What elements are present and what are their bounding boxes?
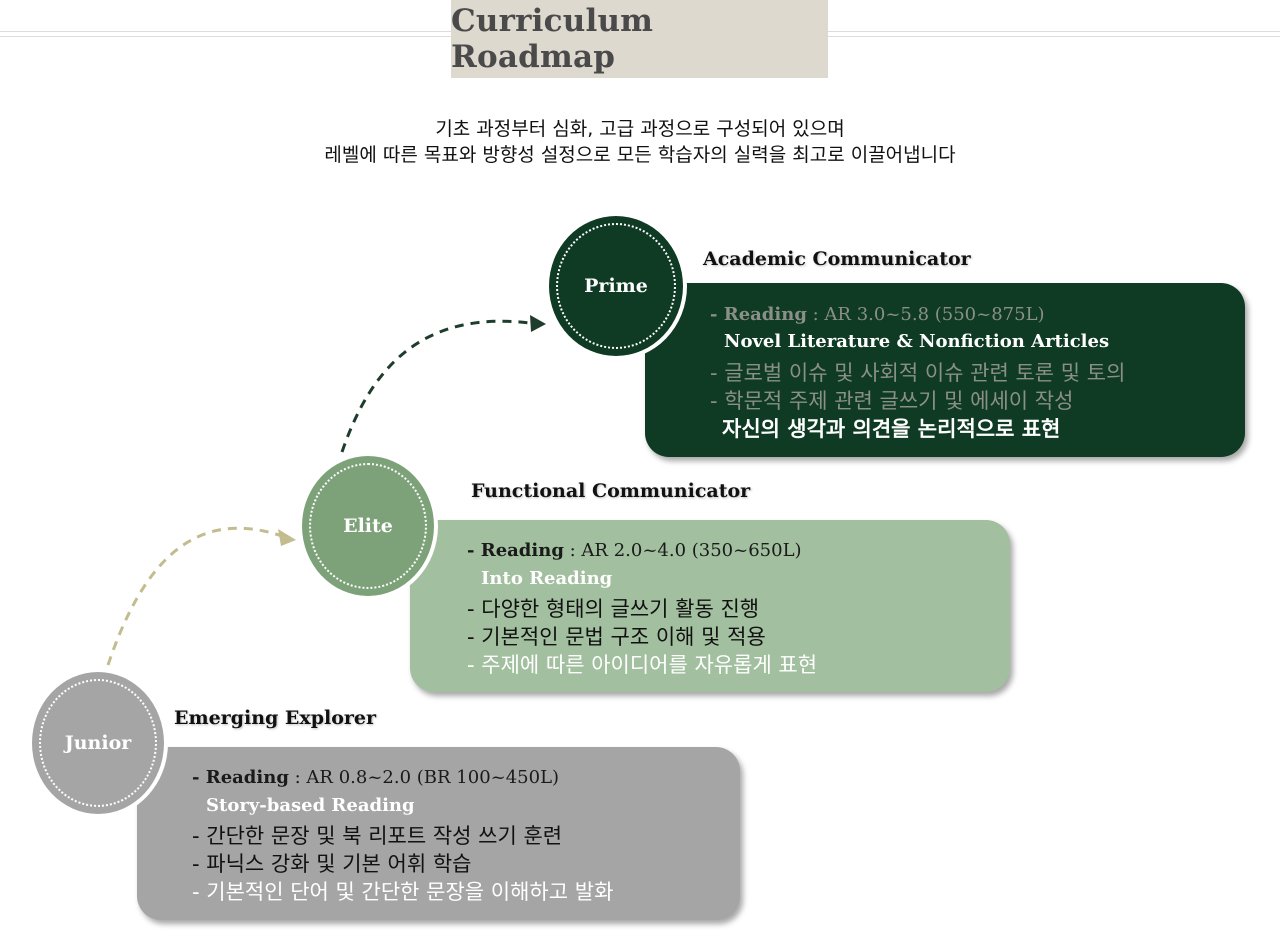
prime-badge-ring xyxy=(556,223,676,349)
prime-item-2: - 학문적 주제 관련 글쓰기 및 에세이 작성 xyxy=(710,389,1074,413)
junior-reading-line: - Reading : AR 0.8~2.0 (BR 100~450L) xyxy=(192,767,559,788)
junior-badge-ring xyxy=(39,679,157,807)
prime-card xyxy=(645,283,1245,457)
prime-item-1: - 글로벌 이슈 및 사회적 이슈 관련 토론 및 토의 xyxy=(710,361,1126,385)
prime-item-3: 자신의 생각과 의견을 논리적으로 표현 xyxy=(722,417,1061,441)
junior-item-1: - 간단한 문장 및 북 리포트 작성 쓰기 훈련 xyxy=(192,824,563,848)
junior-badge: Junior xyxy=(28,668,168,818)
prime-badge-label: Prime xyxy=(584,275,648,297)
junior-program: Story-based Reading xyxy=(206,795,415,816)
arrow-junior-to-elite xyxy=(106,526,283,666)
junior-item-3: - 기본적인 단어 및 간단한 문장을 이해하고 발화 xyxy=(192,880,614,904)
title-banner: Curriculum Roadmap xyxy=(451,0,828,78)
elite-item-1: - 다양한 형태의 글쓰기 활동 진행 xyxy=(467,597,760,621)
elite-level-name: Functional Communicator xyxy=(471,480,751,502)
elite-card xyxy=(410,520,1010,692)
arrow-elite-to-prime xyxy=(340,319,531,453)
elite-item-3: - 주제에 따른 아이디어를 자유롭게 표현 xyxy=(467,653,818,677)
arrow-head-prime xyxy=(530,315,546,332)
junior-reading-value: : AR 0.8~2.0 (BR 100~450L) xyxy=(288,767,560,788)
subtitle-line-2: 레벨에 따른 목표와 방향성 설정으로 모든 학습자의 실력을 최고로 이끌어냅… xyxy=(324,144,956,166)
prime-reading-label: - Reading xyxy=(710,304,807,325)
page-title: Curriculum Roadmap xyxy=(451,3,654,75)
elite-reading-line: - Reading : AR 2.0~4.0 (350~650L) xyxy=(467,540,802,561)
elite-badge: Elite xyxy=(298,452,438,600)
elite-item-2: - 기본적인 문법 구조 이해 및 적용 xyxy=(467,625,766,649)
prime-badge: Prime xyxy=(545,212,687,360)
prime-reading-value: : AR 3.0~5.8 (550~875L) xyxy=(806,304,1045,325)
arrow-head-elite xyxy=(278,529,296,546)
subtitle-line-1: 기초 과정부터 심화, 고급 과정으로 구성되어 있으며 xyxy=(435,118,845,140)
junior-level-name: Emerging Explorer xyxy=(174,707,376,729)
elite-badge-ring xyxy=(309,463,427,589)
junior-reading-label: - Reading xyxy=(192,767,289,788)
junior-card xyxy=(137,747,740,920)
elite-reading-label: - Reading xyxy=(467,540,564,561)
elite-reading-value: : AR 2.0~4.0 (350~650L) xyxy=(563,540,802,561)
elite-badge-label: Elite xyxy=(343,515,393,537)
prime-reading-line: - Reading : AR 3.0~5.8 (550~875L) xyxy=(710,304,1045,325)
prime-level-name: Academic Communicator xyxy=(703,248,971,270)
junior-badge-label: Junior xyxy=(64,732,132,754)
prime-program: Novel Literature & Nonfiction Articles xyxy=(724,331,1110,352)
junior-item-2: - 파닉스 강화 및 기본 어휘 학습 xyxy=(192,852,472,876)
elite-program: Into Reading xyxy=(481,568,613,589)
